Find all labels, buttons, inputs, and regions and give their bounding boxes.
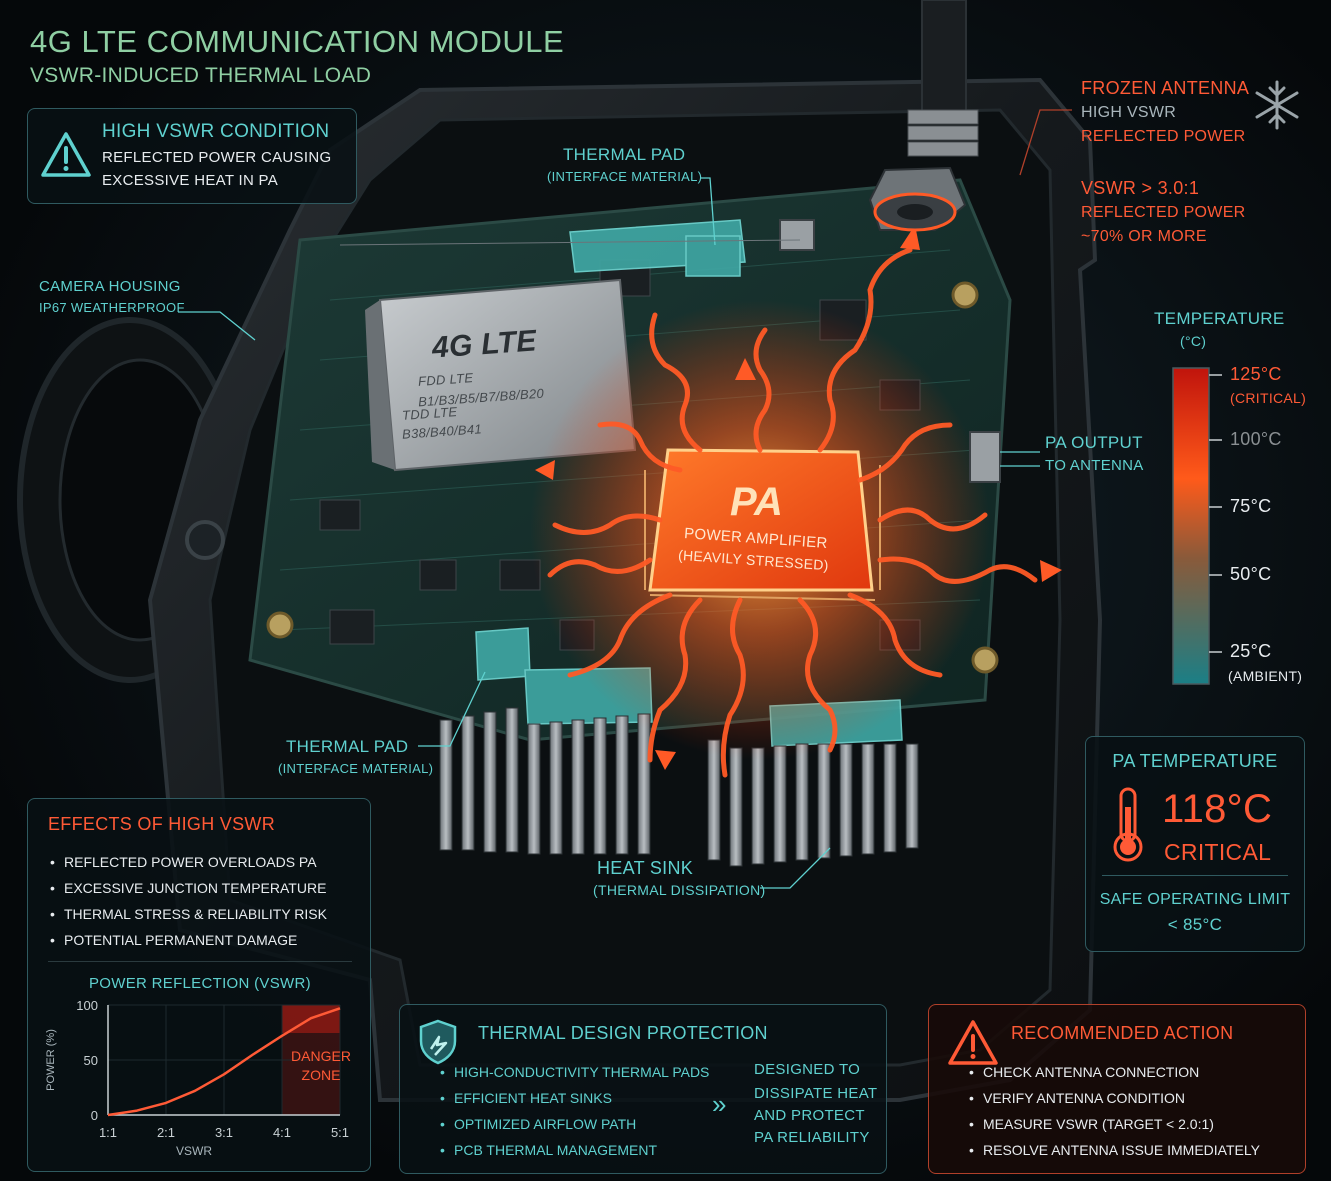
heat-sink-sublabel: (THERMAL DISSIPATION) xyxy=(593,882,766,898)
x-axis-label: VSWR xyxy=(176,1144,212,1158)
camera-housing-label: CAMERA HOUSING xyxy=(39,278,181,295)
antenna-line-3: REFLECTED POWER xyxy=(1081,204,1246,221)
recommended-list: CHECK ANTENNA CONNECTION VERIFY ANTENNA … xyxy=(967,1059,1260,1163)
pa-temp-value: 118°C xyxy=(1162,787,1273,831)
danger-zone-label: ZONE xyxy=(302,1067,341,1083)
page-title: 4G LTE COMMUNICATION MODULE xyxy=(30,24,565,59)
effects-divider xyxy=(48,961,352,962)
snowflake-icon xyxy=(1255,80,1299,130)
high-vswr-alert: HIGH VSWR CONDITION REFLECTED POWER CAUS… xyxy=(27,108,357,204)
list-item: REFLECTED POWER OVERLOADS PA xyxy=(48,849,327,875)
thermal-design-note-2: DISSIPATE HEAT xyxy=(754,1085,878,1102)
x-tick-label: 3:1 xyxy=(215,1125,233,1140)
thermal-pad-top-sublabel: (INTERFACE MATERIAL) xyxy=(547,169,703,184)
warning-icon xyxy=(41,132,91,177)
vswr-ratio: VSWR > 3.0:1 xyxy=(1081,178,1200,198)
temp-tick-25: 25°C xyxy=(1230,641,1272,661)
list-item: HIGH-CONDUCTIVITY THERMAL PADS xyxy=(438,1059,709,1085)
thermal-design-list: HIGH-CONDUCTIVITY THERMAL PADS EFFICIENT… xyxy=(438,1059,709,1163)
temp-tick-125: 125°C xyxy=(1230,364,1282,384)
thermometer-icon xyxy=(1113,787,1143,862)
x-tick-label: 5:1 xyxy=(331,1125,349,1140)
y-tick-label: 0 xyxy=(91,1108,98,1123)
pa-chip-title: PA xyxy=(730,480,784,524)
temp-tick-75: 75°C xyxy=(1230,496,1272,516)
list-item: POTENTIAL PERMANENT DAMAGE xyxy=(48,927,327,953)
thermal-design-note-4: PA RELIABILITY xyxy=(754,1129,870,1146)
y-axis-label: POWER (%) xyxy=(45,1029,57,1091)
list-item: OPTIMIZED AIRFLOW PATH xyxy=(438,1111,709,1137)
thermal-pad-bottom-label: THERMAL PAD xyxy=(286,737,409,756)
pa-output-label: PA OUTPUT xyxy=(1045,433,1143,452)
thermal-design-heading: THERMAL DESIGN PROTECTION xyxy=(478,1023,768,1043)
effects-list: REFLECTED POWER OVERLOADS PA EXCESSIVE J… xyxy=(48,849,327,953)
list-item: CHECK ANTENNA CONNECTION xyxy=(967,1059,1260,1085)
danger-zone-label: DANGER xyxy=(291,1048,351,1064)
alert-line-1: REFLECTED POWER CAUSING xyxy=(102,149,332,166)
pa-temperature-panel: PA TEMPERATURE 118°C CRITICAL SAFE OPERA… xyxy=(1085,736,1305,952)
lte-chip-title: 4G LTE xyxy=(430,324,538,365)
temp-tick-50: 50°C xyxy=(1230,564,1272,584)
heat-sink-label: HEAT SINK xyxy=(597,858,694,878)
list-item: RESOLVE ANTENNA ISSUE IMMEDIATELY xyxy=(967,1137,1260,1163)
antenna-line-2: REFLECTED POWER xyxy=(1081,128,1246,145)
antenna-line-4: ~70% OR MORE xyxy=(1081,228,1207,245)
thermal-design-panel: THERMAL DESIGN PROTECTION HIGH-CONDUCTIV… xyxy=(399,1004,887,1174)
x-tick-label: 2:1 xyxy=(157,1125,175,1140)
page-subtitle: VSWR-INDUCED THERMAL LOAD xyxy=(30,64,372,87)
safe-limit-value: < 85°C xyxy=(1167,915,1223,934)
list-item: PCB THERMAL MANAGEMENT xyxy=(438,1137,709,1163)
temp-tick-100: 100°C xyxy=(1230,429,1282,449)
recommended-action-panel: RECOMMENDED ACTION CHECK ANTENNA CONNECT… xyxy=(928,1004,1306,1174)
series-line xyxy=(107,1007,341,1117)
x-tick-label: 4:1 xyxy=(273,1125,291,1140)
pa-temp-heading: PA TEMPERATURE xyxy=(1112,751,1278,771)
pa-temp-divider xyxy=(1102,875,1288,876)
y-tick-label: 50 xyxy=(84,1053,98,1068)
camera-housing-sublabel: IP67 WEATHERPROOF xyxy=(39,300,185,315)
temp-tick-25-note: (AMBIENT) xyxy=(1228,668,1303,684)
list-item: MEASURE VSWR (TARGET < 2.0:1) xyxy=(967,1111,1260,1137)
thermal-design-note-3: AND PROTECT xyxy=(754,1107,865,1124)
alert-heading: HIGH VSWR CONDITION xyxy=(102,121,330,142)
list-item: VERIFY ANTENNA CONDITION xyxy=(967,1085,1260,1111)
recommended-heading: RECOMMENDED ACTION xyxy=(1011,1023,1234,1043)
safe-limit-label: SAFE OPERATING LIMIT xyxy=(1099,891,1291,908)
thermal-pad-bottom-sublabel: (INTERFACE MATERIAL) xyxy=(278,761,434,776)
double-chevron-right-icon: » xyxy=(712,1089,727,1119)
alert-line-2: EXCESSIVE HEAT IN PA xyxy=(102,172,279,189)
pa-output-sublabel: TO ANTENNA xyxy=(1045,457,1144,474)
list-item: THERMAL STRESS & RELIABILITY RISK xyxy=(48,901,327,927)
y-tick-label: 100 xyxy=(76,998,98,1013)
list-item: EXCESSIVE JUNCTION TEMPERATURE xyxy=(48,875,327,901)
temperature-scale-title: TEMPERATURE xyxy=(1154,309,1285,328)
chart-title: POWER REFLECTION (VSWR) xyxy=(89,975,311,992)
effects-heading: EFFECTS OF HIGH VSWR xyxy=(48,814,276,834)
x-tick-label: 1:1 xyxy=(99,1125,117,1140)
pa-temp-status: CRITICAL xyxy=(1164,839,1272,865)
effects-panel: EFFECTS OF HIGH VSWR REFLECTED POWER OVE… xyxy=(27,798,371,1172)
thermal-pad-top-label: THERMAL PAD xyxy=(563,145,686,164)
antenna-line-1: HIGH VSWR xyxy=(1081,104,1177,121)
antenna-heading: FROZEN ANTENNA xyxy=(1081,78,1250,98)
temp-tick-125-note: (CRITICAL) xyxy=(1230,390,1307,406)
temperature-scale-unit: (°C) xyxy=(1180,333,1207,349)
list-item: EFFICIENT HEAT SINKS xyxy=(438,1085,709,1111)
thermal-design-note-1: DESIGNED TO xyxy=(754,1061,861,1078)
